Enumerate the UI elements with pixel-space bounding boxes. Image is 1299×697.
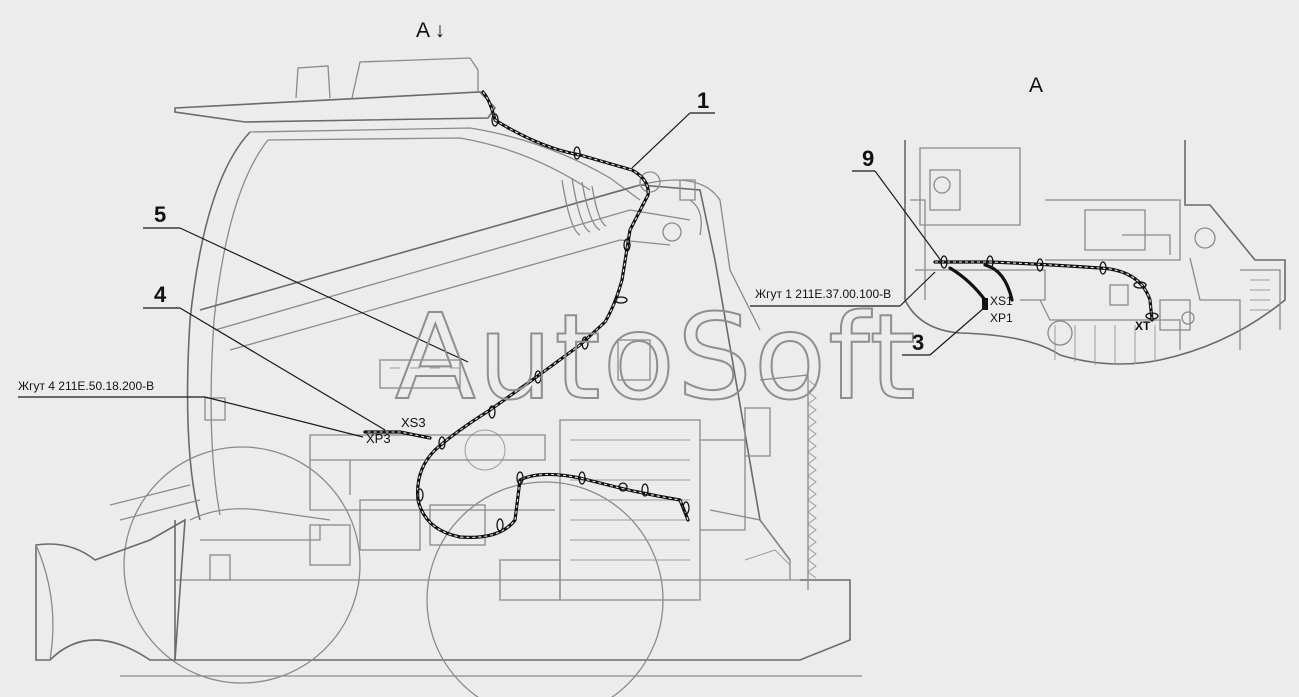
connector-xs1: XS1	[990, 294, 1013, 308]
machine-outline	[35, 57, 862, 697]
connector-xt: XT	[1135, 319, 1151, 333]
callout-3: 3	[912, 330, 924, 355]
connector-xp3: XP3	[366, 431, 391, 446]
callout-9: 9	[862, 146, 874, 171]
detail-view-title: A	[1029, 74, 1043, 97]
harness-1-label: Жгут 1 211Е.37.00.100-В	[755, 287, 891, 301]
leader-lines	[18, 112, 985, 438]
connector-xp1: XP1	[990, 311, 1013, 325]
connector-xs3: XS3	[401, 415, 426, 430]
watermark-text: AutoSoft	[395, 288, 918, 426]
harness-4-label: Жгут 4 211Е.50.18.200-В	[18, 379, 154, 393]
detail-view-a	[904, 140, 1286, 365]
callout-4: 4	[154, 282, 167, 307]
harness-1-route	[363, 90, 690, 539]
view-arrow-label: A ↓	[416, 19, 445, 42]
callout-5: 5	[154, 202, 166, 227]
callout-1: 1	[697, 88, 709, 113]
